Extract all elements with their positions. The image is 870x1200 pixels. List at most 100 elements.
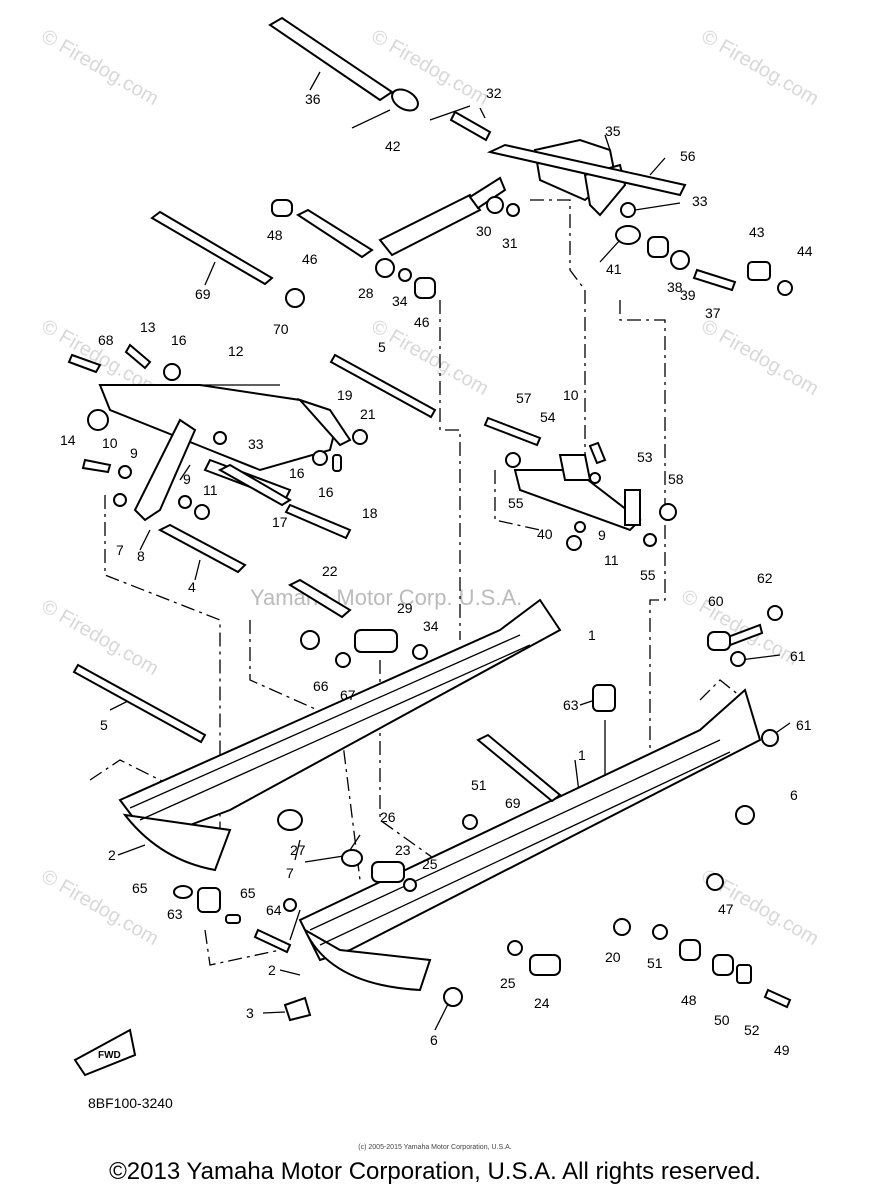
nut-6-right bbox=[735, 805, 755, 825]
part-number-label: 64 bbox=[266, 902, 282, 918]
part-number-label: 34 bbox=[423, 618, 439, 634]
bolt-68 bbox=[67, 353, 102, 374]
part-number-label: 55 bbox=[508, 495, 524, 511]
shock-absorber bbox=[378, 176, 507, 257]
collar-48 bbox=[271, 199, 293, 217]
part-number-label: 65 bbox=[132, 880, 148, 896]
bolt-18 bbox=[284, 503, 352, 540]
shaft-4 bbox=[157, 523, 247, 574]
part-number-label: 63 bbox=[167, 906, 183, 922]
bolt-10-right bbox=[588, 441, 607, 465]
collar-33-upper bbox=[620, 202, 636, 218]
pin-65 bbox=[225, 914, 241, 924]
bolt-47 bbox=[706, 873, 724, 891]
part-number-label: 25 bbox=[422, 856, 438, 872]
fwd-tag-label: FWD bbox=[98, 1050, 121, 1061]
nut-58 bbox=[659, 503, 677, 521]
part-number-label: 20 bbox=[605, 949, 621, 965]
watermark: © Firedog.com bbox=[698, 315, 823, 400]
diagram-code: 8BF100-3240 bbox=[88, 1095, 173, 1111]
part-number-label: 63 bbox=[563, 697, 579, 713]
part-number-label: 35 bbox=[605, 123, 621, 139]
part-number-label: 60 bbox=[708, 593, 724, 609]
bolt-20 bbox=[613, 918, 631, 936]
part-number-label: 48 bbox=[267, 227, 283, 243]
part-labels: 1122345566778999101011111213141616161718… bbox=[60, 85, 813, 1058]
watermark: © Firedog.com bbox=[38, 595, 163, 680]
part-number-label: 5 bbox=[378, 339, 386, 355]
bracket-53 bbox=[624, 489, 641, 526]
bolt-57 bbox=[483, 416, 542, 447]
nut-11-left bbox=[194, 504, 210, 520]
washer-9-lower bbox=[574, 521, 586, 533]
part-number-label: 46 bbox=[414, 314, 430, 330]
part-number-label: 12 bbox=[228, 343, 244, 359]
part-number-label: 17 bbox=[272, 514, 288, 530]
washer-9-right bbox=[589, 472, 601, 484]
part-number-label: 2 bbox=[108, 847, 116, 863]
part-number-label: 52 bbox=[744, 1022, 760, 1038]
watermark: © Firedog.com bbox=[698, 25, 823, 110]
part-number-label: 26 bbox=[380, 809, 396, 825]
part-number-label: 7 bbox=[286, 865, 294, 881]
shaft-56 bbox=[486, 143, 687, 197]
bolt-10-left bbox=[81, 458, 112, 474]
part-number-label: 8 bbox=[137, 548, 145, 564]
nut-11-right bbox=[566, 535, 582, 551]
part-number-label: 57 bbox=[516, 390, 532, 406]
part-number-label: 29 bbox=[397, 600, 413, 616]
part-number-label: 58 bbox=[668, 471, 684, 487]
part-number-label: 24 bbox=[534, 995, 550, 1011]
part-number-label: 54 bbox=[540, 409, 556, 425]
part-number-label: 56 bbox=[680, 148, 696, 164]
part-number-label: 61 bbox=[790, 648, 806, 664]
collar-38 bbox=[647, 236, 669, 258]
collar-14 bbox=[87, 409, 109, 431]
part-number-label: 53 bbox=[637, 449, 653, 465]
washer-61-lower bbox=[761, 729, 779, 747]
collar-39 bbox=[670, 250, 690, 270]
collar-31 bbox=[506, 203, 520, 217]
bracket-54 bbox=[558, 454, 592, 481]
part-number-label: 36 bbox=[305, 91, 321, 107]
part-number-label: 30 bbox=[476, 223, 492, 239]
part-number-label: 70 bbox=[273, 321, 289, 337]
washer-9-left bbox=[118, 465, 132, 479]
nut-21 bbox=[352, 429, 368, 445]
part-number-label: 1 bbox=[578, 747, 586, 763]
part-number-label: 25 bbox=[500, 975, 516, 991]
part-number-label: 16 bbox=[289, 465, 305, 481]
copyright-notice: ©2013 Yamaha Motor Corporation, U.S.A. A… bbox=[109, 1158, 761, 1185]
part-number-label: 49 bbox=[774, 1042, 790, 1058]
part-number-label: 9 bbox=[130, 445, 138, 461]
shaft-17 bbox=[217, 463, 292, 507]
part-number-label: 9 bbox=[183, 471, 191, 487]
part-number-label: 50 bbox=[714, 1012, 730, 1028]
block-63-left bbox=[197, 887, 221, 913]
bolt-32 bbox=[449, 110, 492, 142]
part-number-label: 41 bbox=[606, 261, 622, 277]
watermark: © Firedog.com bbox=[368, 25, 493, 110]
washer-61-upper bbox=[730, 651, 746, 667]
bolt-5-upper bbox=[329, 353, 437, 419]
collar-23 bbox=[371, 861, 405, 883]
part-number-label: 16 bbox=[171, 332, 187, 348]
part-number-label: 68 bbox=[98, 332, 114, 348]
part-number-label: 51 bbox=[647, 955, 663, 971]
part-number-label: 3 bbox=[246, 1005, 254, 1021]
collar-33-mid bbox=[213, 431, 227, 445]
part-number-label: 39 bbox=[680, 287, 696, 303]
part-number-label: 18 bbox=[362, 505, 378, 521]
part-number-label: 11 bbox=[203, 482, 218, 498]
collar-51-lower bbox=[652, 924, 668, 940]
washer-9-mid bbox=[178, 495, 192, 509]
bolt-37 bbox=[692, 268, 737, 292]
nut-6-left bbox=[443, 987, 463, 1007]
shaft-69-lower bbox=[476, 733, 562, 803]
part-number-label: 46 bbox=[302, 251, 318, 267]
spring-26 bbox=[341, 849, 363, 867]
fwd-tag: FWD bbox=[73, 1028, 137, 1077]
watermark: © Firedog.com bbox=[38, 25, 163, 110]
part-number-label: 27 bbox=[290, 842, 306, 858]
part-number-label: 22 bbox=[322, 563, 338, 579]
